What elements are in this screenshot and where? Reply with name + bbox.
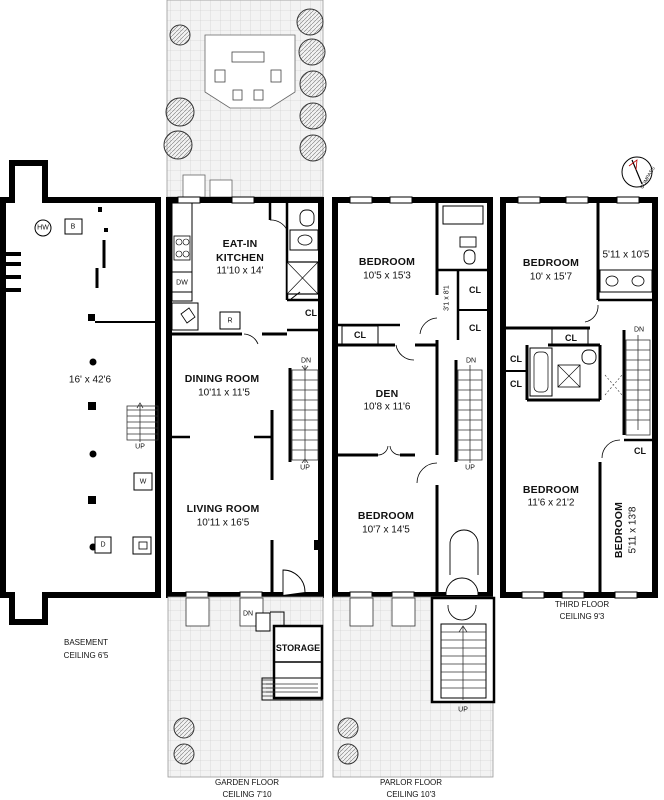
garden-front-dn: DN bbox=[242, 610, 254, 618]
parlor-stair bbox=[454, 360, 483, 463]
parlor-caption-name: PARLOR FLOOR bbox=[379, 778, 443, 787]
parlor-closet-label-3: CL bbox=[354, 330, 366, 340]
basement-stair bbox=[126, 402, 159, 442]
parlor-bedroom2-dimensions: 10'7 x 14'5 bbox=[362, 524, 410, 536]
third-floor-plan bbox=[500, 196, 658, 599]
third-closet-label-1: CL bbox=[565, 333, 577, 343]
third-caption-name: THIRD FLOOR bbox=[554, 600, 610, 609]
parlor-bedroom1-dimensions: 10'5 x 15'3 bbox=[363, 270, 411, 282]
parlor-front-yard bbox=[332, 596, 496, 778]
parlor-caption-ceiling: CEILING 10'3 bbox=[386, 790, 436, 799]
third-caption-ceiling: CEILING 9'3 bbox=[559, 612, 605, 621]
third-stair-dn: DN bbox=[633, 326, 645, 334]
parlor-floor-plan bbox=[332, 196, 493, 599]
dryer-label: D bbox=[100, 541, 106, 549]
living-room-name: LIVING ROOM bbox=[186, 503, 260, 515]
parlor-bedroom2-name: BEDROOM bbox=[357, 510, 415, 522]
dining-room-name: DINING ROOM bbox=[184, 373, 260, 385]
third-stair bbox=[604, 330, 651, 436]
back-yard bbox=[163, 0, 327, 198]
garden-front-yard bbox=[167, 596, 324, 778]
basement-dimensions: 16' x 42'6 bbox=[68, 374, 112, 386]
garden-caption-name: GARDEN FLOOR bbox=[214, 778, 280, 787]
garden-caption-ceiling: CEILING 7'10 bbox=[222, 790, 272, 799]
third-bedroom1-name: BEDROOM bbox=[522, 257, 580, 269]
parlor-closet-dimensions: 3'1 x 8'1 bbox=[443, 285, 451, 311]
garden-closet-label: CL bbox=[305, 308, 317, 318]
den-dimensions: 10'8 x 11'6 bbox=[363, 401, 411, 413]
parlor-closet-label-2: CL bbox=[469, 323, 481, 333]
den-name: DEN bbox=[375, 388, 399, 400]
third-closet-label-4: CL bbox=[634, 446, 646, 456]
garden-floor-plan bbox=[166, 196, 324, 599]
stoop-up-label: UP bbox=[458, 706, 468, 714]
basement-up-label: UP bbox=[135, 443, 145, 451]
parlor-bedroom1-name: BEDROOM bbox=[358, 256, 416, 268]
third-bedroom1-dimensions: 10' x 15'7 bbox=[529, 271, 573, 283]
refrigerator-label: R bbox=[227, 317, 233, 325]
third-small-room-dimensions: 5'11 x 10'5 bbox=[602, 249, 650, 261]
parlor-closet-label-1: CL bbox=[469, 285, 481, 295]
parlor-stair-up: UP bbox=[465, 464, 475, 472]
garden-stair-up: UP bbox=[300, 464, 310, 472]
dining-room-dimensions: 10'11 x 11'5 bbox=[198, 387, 250, 399]
kitchen-dimensions: 11'10 x 14' bbox=[216, 265, 264, 277]
third-bedroom2-dimensions: 11'6 x 21'2 bbox=[527, 497, 575, 509]
kitchen-name-line1: EAT-IN bbox=[222, 238, 258, 250]
garden-stair bbox=[288, 365, 319, 464]
living-room-dimensions: 10'11 x 16'5 bbox=[196, 517, 250, 529]
tree-icon bbox=[163, 8, 327, 162]
third-closet-label-2: CL bbox=[510, 354, 522, 364]
dishwasher-label: DW bbox=[176, 279, 188, 287]
washer-label: W bbox=[139, 478, 147, 486]
third-bedroom3-dimensions: 5'11 x 13'8 bbox=[627, 506, 639, 554]
basement-plan bbox=[0, 160, 161, 625]
third-bedroom3-name: BEDROOM bbox=[613, 501, 625, 559]
water-heater-label: HW bbox=[37, 224, 49, 232]
third-closet-label-3: CL bbox=[510, 379, 522, 389]
storage-label: STORAGE bbox=[275, 643, 321, 653]
kitchen-name-line2: KITCHEN bbox=[215, 252, 265, 264]
parlor-stair-dn: DN bbox=[465, 357, 477, 365]
basement-caption-ceiling: CEILING 6'5 bbox=[63, 651, 109, 660]
boiler-label: B bbox=[70, 223, 76, 231]
compass-icon bbox=[621, 156, 653, 188]
garden-stair-dn: DN bbox=[300, 357, 312, 365]
basement-caption-name: BASEMENT bbox=[63, 638, 109, 647]
third-bedroom2-name: BEDROOM bbox=[522, 484, 580, 496]
